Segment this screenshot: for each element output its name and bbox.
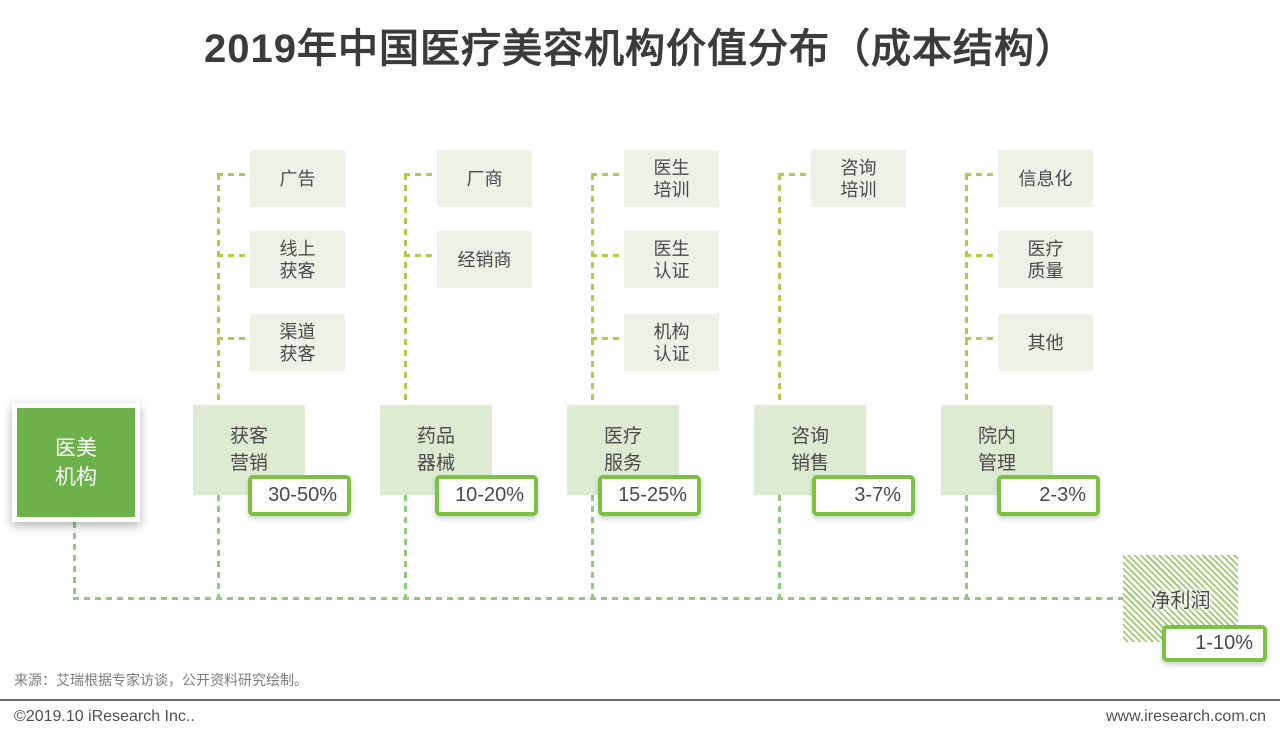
percent-badge-net-profit: 1-10% [1162,625,1267,662]
connector-stub [217,173,250,176]
sub-node-advertising: 广告 [250,150,345,207]
connector-bottom-horizontal [73,597,1123,600]
percent-badge-drugs-devices: 10-20% [435,475,538,516]
net-profit-label: 净利润 [1150,590,1211,612]
sub-node-medical-quality: 医疗 质量 [998,231,1093,288]
connector-down-col1 [217,495,220,598]
connector-down-col4 [778,495,781,598]
sub-node-distributor: 经销商 [437,231,532,288]
connector-down-col5 [965,495,968,598]
sub-node-online-acquisition: 线上 获客 [250,231,345,288]
connector-root-down [73,522,76,598]
connector-stub [965,254,998,257]
connector-stub [965,337,998,340]
connector-stub [404,173,437,176]
sub-node-other: 其他 [998,314,1093,371]
sub-node-channel-acquisition: 渠道 获客 [250,314,345,371]
sub-node-doctor-training: 医生 培训 [624,150,719,207]
connector-stub [591,254,624,257]
website-link[interactable]: www.iresearch.com.cn [1105,708,1266,725]
connector-down-col2 [404,495,407,598]
connector-stub [404,254,437,257]
page-title: 2019年中国医疗美容机构价值分布（成本结构） [204,27,1076,71]
connector-spine-col3 [591,174,594,495]
footer-divider [0,699,1280,701]
connector-stub [217,337,250,340]
sub-node-informatization: 信息化 [998,150,1093,207]
connector-stub [591,173,624,176]
root-node-label: 医美 机构 [55,436,97,489]
sub-node-consulting-training: 咨询 培训 [811,150,906,207]
source-note: 来源：艾瑞根据专家访谈，公开资料研究绘制。 [14,672,308,688]
connector-stub [217,254,250,257]
connector-spine-col2 [404,174,407,495]
connector-stub [965,173,998,176]
connector-spine-col4 [778,174,781,495]
percent-badge-medical-services: 15-25% [598,475,701,516]
sub-node-institution-certification: 机构 认证 [624,314,719,371]
copyright-text: ©2019.10 iResearch Inc.. [14,708,195,725]
connector-down-col3 [591,495,594,598]
connector-spine-col5 [965,174,968,495]
sub-node-doctor-certification: 医生 认证 [624,231,719,288]
percent-badge-acquisition-marketing: 30-50% [248,475,351,516]
connector-stub [778,173,811,176]
percent-badge-consulting-sales: 3-7% [812,475,915,516]
connector-stub [591,337,624,340]
root-node-medical-aesthetic-institution: 医美 机构 [12,403,140,522]
connector-spine-col1 [217,174,220,495]
percent-badge-in-hospital-management: 2-3% [997,475,1100,516]
sub-node-manufacturer: 厂商 [437,150,532,207]
